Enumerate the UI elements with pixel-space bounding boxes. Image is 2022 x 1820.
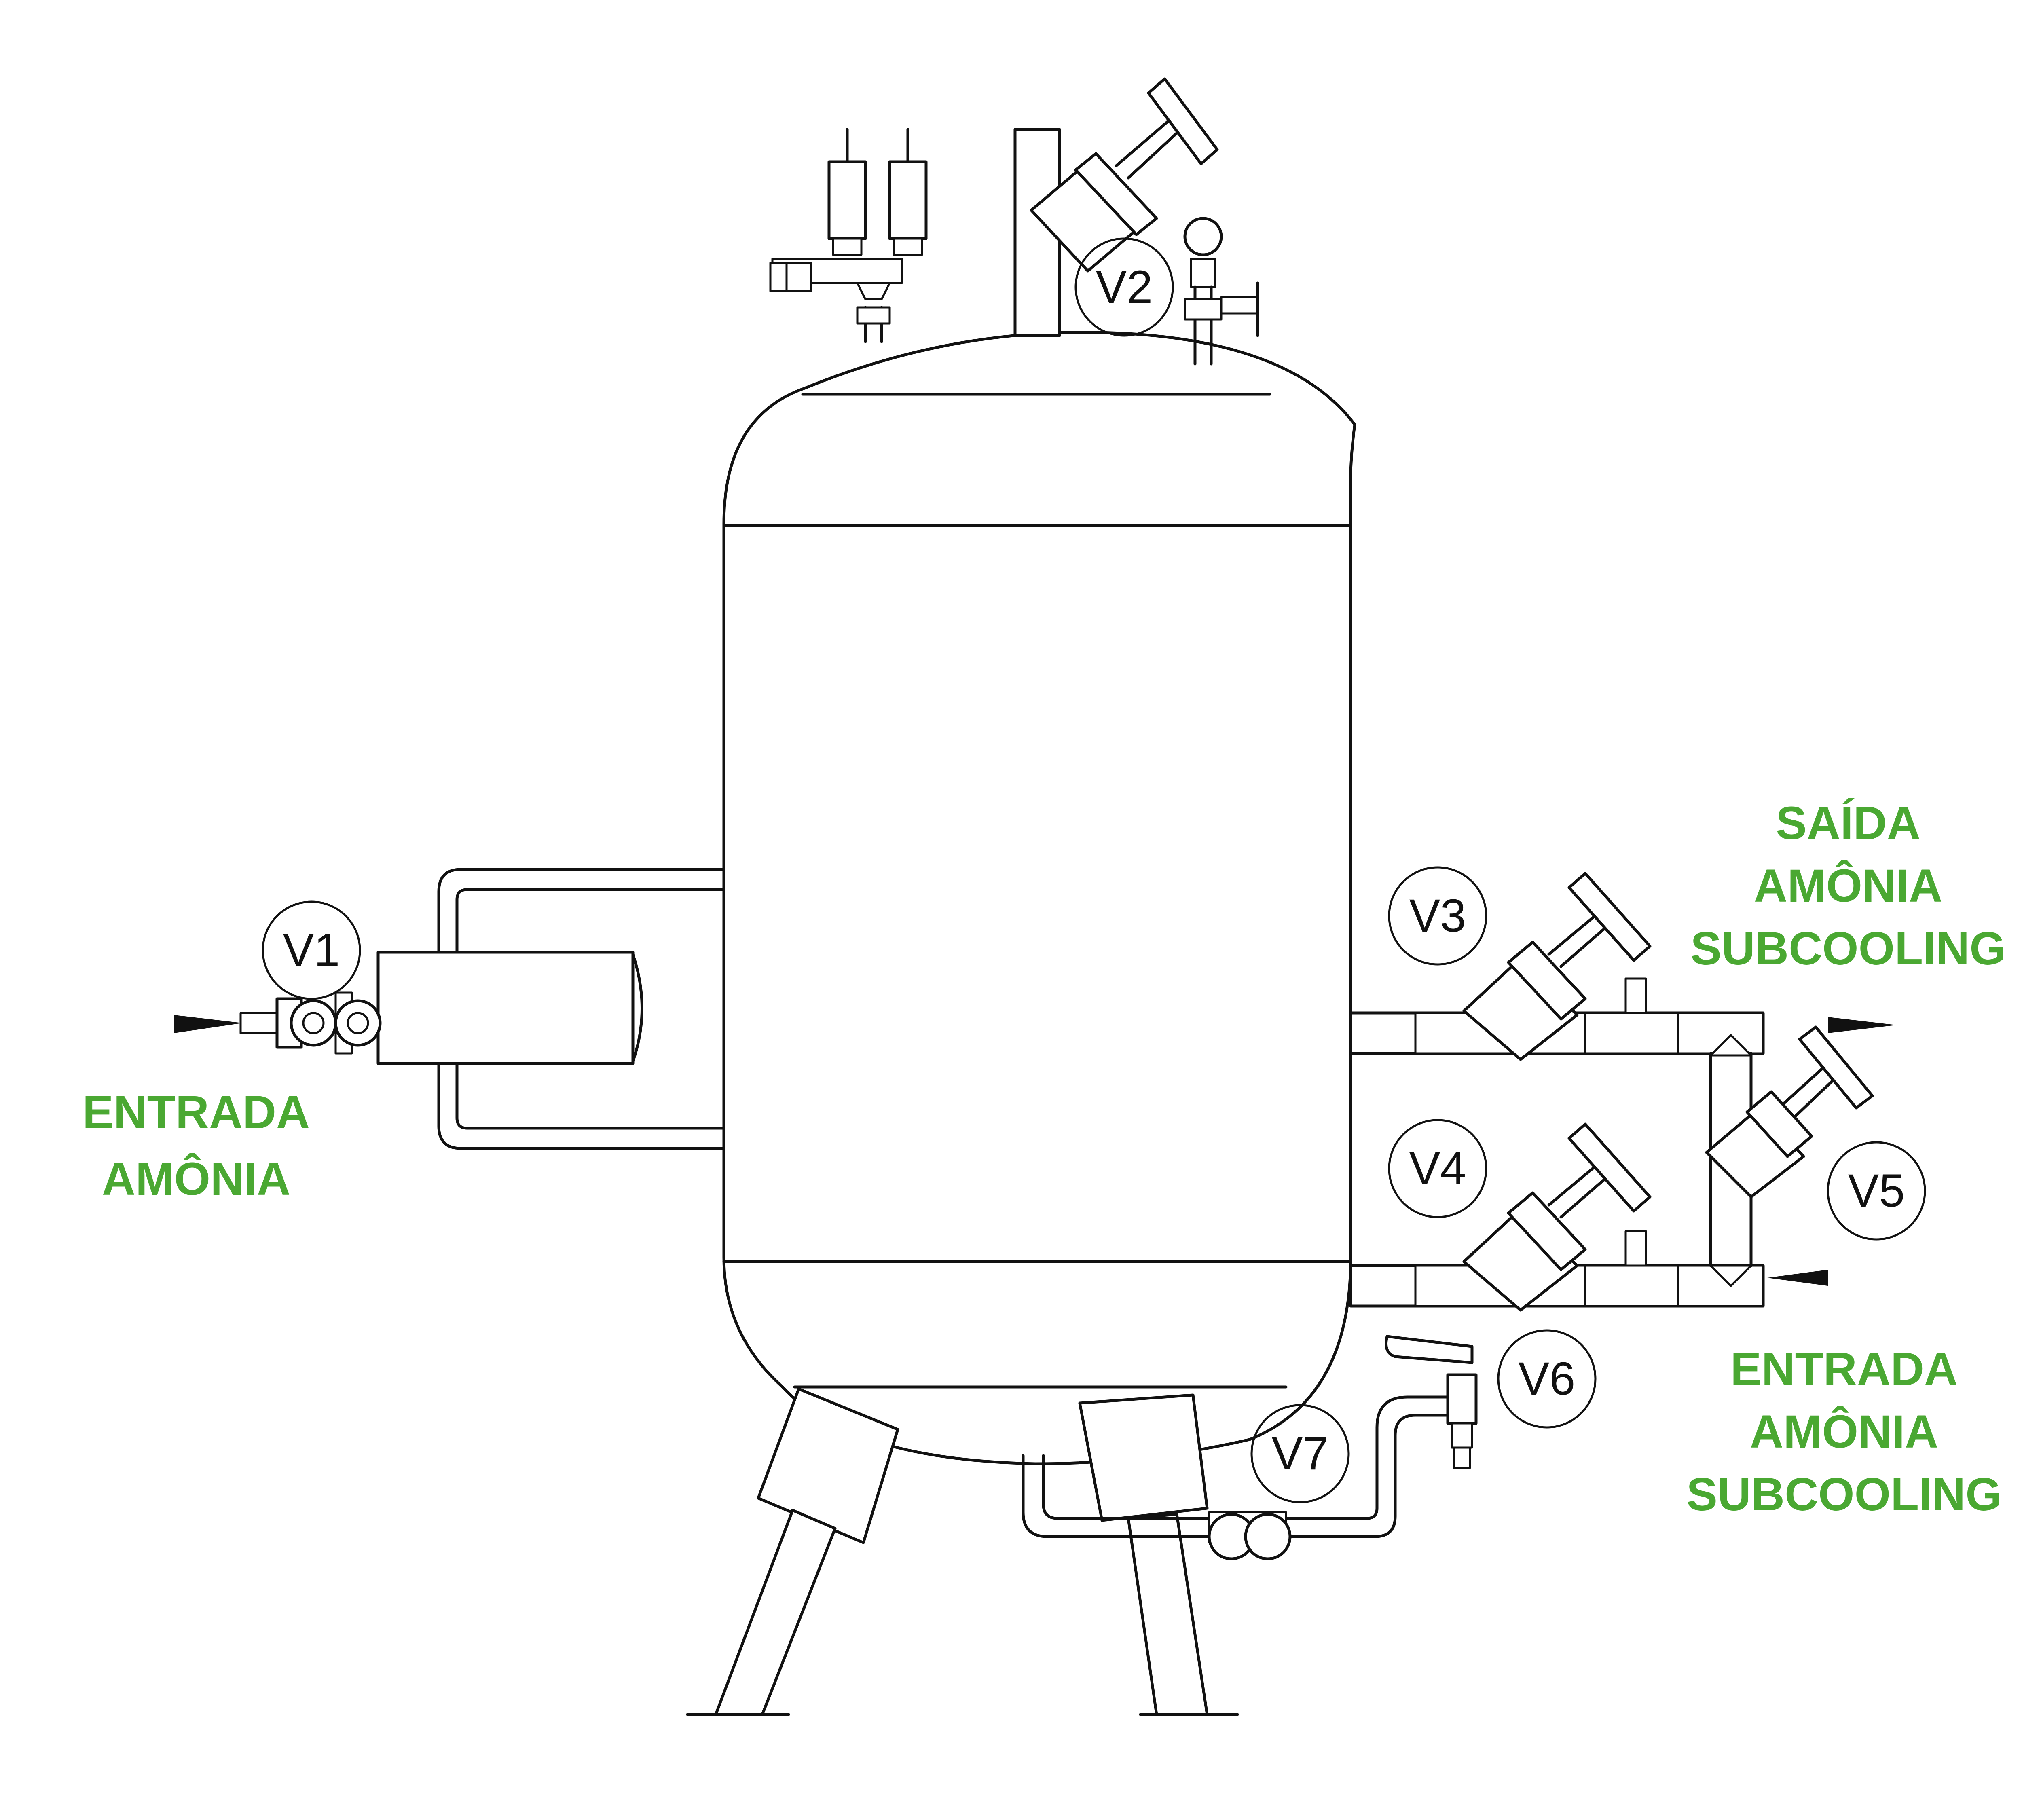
handwheel-icon — [1567, 1122, 1652, 1213]
leg-right-collar — [1078, 1393, 1209, 1522]
valve-tag-v2: V2 — [1074, 237, 1174, 337]
valve-tag-v1: V1 — [262, 900, 361, 1000]
handwheel-icon — [1147, 77, 1219, 165]
leg-left — [714, 1509, 837, 1716]
valve-tag-v5: V5 — [1827, 1141, 1926, 1241]
flow-arrow-icon — [1767, 1270, 1828, 1286]
leg-right — [1127, 1513, 1209, 1716]
svg-text:V1: V1 — [283, 924, 340, 976]
top-relief-valves — [769, 128, 928, 343]
valve-tag-v7: V7 — [1250, 1404, 1350, 1503]
svg-text:SUBCOOLING: SUBCOOLING — [1686, 1469, 2001, 1520]
left-inlet-piping — [174, 868, 725, 1150]
svg-text:ENTRADA: ENTRADA — [1730, 1343, 1958, 1395]
valve-tag-v6: V6 — [1497, 1329, 1597, 1429]
heat-exchanger-shell — [376, 951, 635, 1065]
svg-text:AMÔNIA: AMÔNIA — [1750, 1406, 1938, 1458]
valve-v6-body — [1446, 1373, 1478, 1425]
flow-arrow-icon — [1828, 1017, 1897, 1033]
support-legs — [686, 1387, 1239, 1716]
svg-text:V6: V6 — [1519, 1353, 1576, 1405]
valve-v3-body — [1462, 872, 1652, 1061]
svg-text:V4: V4 — [1409, 1143, 1466, 1194]
svg-text:V7: V7 — [1272, 1428, 1329, 1480]
svg-text:V2: V2 — [1096, 261, 1153, 313]
vessel — [722, 331, 1356, 1465]
handwheel-icon — [1567, 872, 1652, 962]
valve-tag-v3: V3 — [1388, 866, 1487, 966]
valve-tag-v4: V4 — [1388, 1119, 1487, 1218]
gauge-assembly — [1183, 217, 1259, 366]
svg-text:AMÔNIA: AMÔNIA — [102, 1153, 290, 1205]
leg-left-collar — [757, 1387, 899, 1544]
svg-text:V5: V5 — [1848, 1165, 1905, 1217]
label-outlet-subcooling: SAÍDA AMÔNIA SUBCOOLING — [1690, 797, 2005, 974]
vessel-shell — [722, 331, 1356, 1465]
relief-valve-1 — [827, 160, 867, 240]
flow-arrow-icon — [174, 1015, 243, 1033]
pressure-gauge-icon — [1183, 217, 1223, 256]
handwheel-icon — [1798, 1025, 1874, 1110]
valve-v4-body — [1462, 1122, 1652, 1312]
svg-text:SUBCOOLING: SUBCOOLING — [1690, 923, 2005, 974]
relief-valve-2 — [888, 160, 928, 240]
svg-text:SAÍDA: SAÍDA — [1776, 797, 1920, 849]
svg-text:AMÔNIA: AMÔNIA — [1754, 860, 1942, 912]
valve-v2-body — [1030, 77, 1219, 273]
svg-text:ENTRADA: ENTRADA — [82, 1087, 310, 1138]
bottom-drain-piping — [1022, 1335, 1478, 1560]
label-inlet-subcooling: ENTRADA AMÔNIA SUBCOOLING — [1686, 1343, 2001, 1520]
label-inlet-main: ENTRADA AMÔNIA — [82, 1087, 310, 1205]
svg-text:V3: V3 — [1409, 890, 1466, 942]
valve-v5-body — [1705, 1025, 1874, 1199]
